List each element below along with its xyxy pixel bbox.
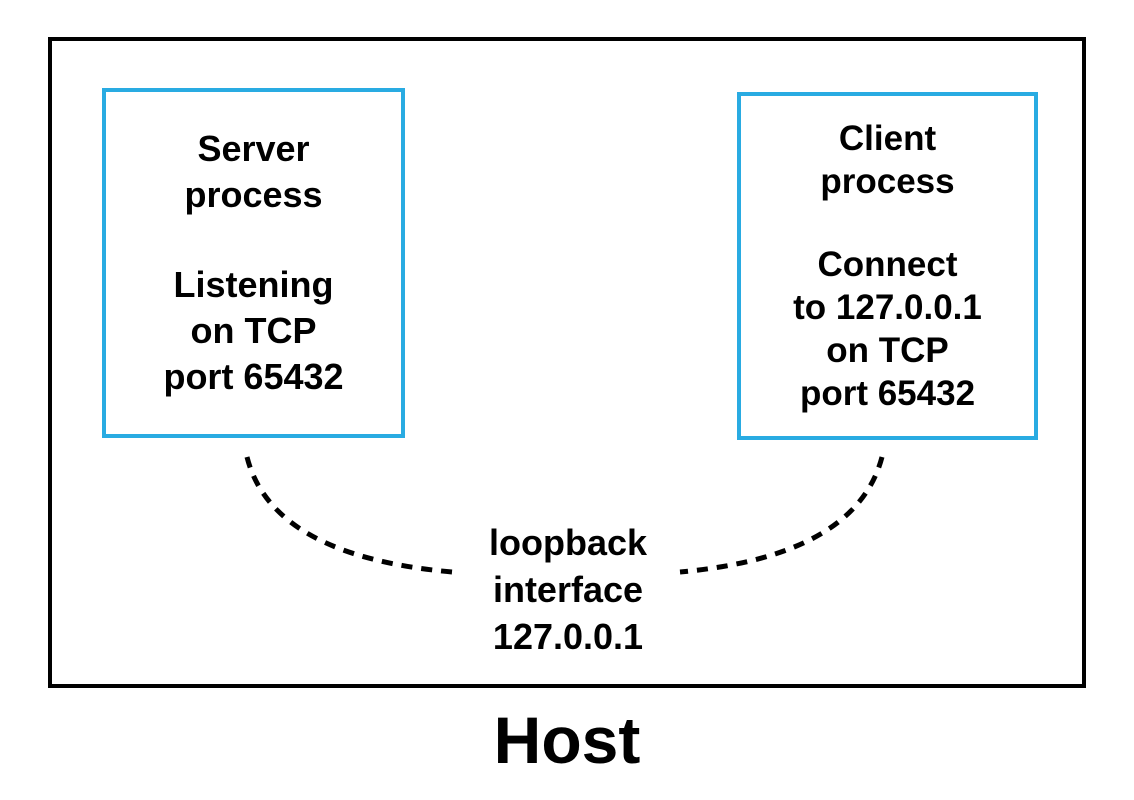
- loopback-label-line: 127.0.0.1: [492, 616, 644, 657]
- server-box-line: port 65432: [163, 356, 344, 397]
- server-box-line: Listening: [173, 264, 334, 305]
- client-box-line: process: [820, 162, 955, 201]
- client-box-line: on TCP: [826, 331, 949, 370]
- server-box-line: on TCP: [190, 310, 317, 351]
- client-box-line: Connect: [817, 245, 958, 284]
- server-process-box: Server process Listening on TCP port 654…: [102, 88, 405, 438]
- client-box-line: Client: [838, 119, 937, 158]
- loopback-label-line: loopback: [488, 522, 648, 563]
- client-box-line: to 127.0.0.1: [793, 288, 982, 327]
- loopback-interface-label: loopback interface 127.0.0.1: [418, 519, 718, 660]
- loopback-label-line: interface: [492, 569, 644, 610]
- client-box-line: port 65432: [799, 374, 976, 413]
- client-process-box: Client process Connect to 127.0.0.1 on T…: [737, 92, 1038, 440]
- host-label: Host: [493, 703, 641, 777]
- server-box-line: process: [184, 174, 323, 215]
- server-box-line: Server: [197, 128, 310, 169]
